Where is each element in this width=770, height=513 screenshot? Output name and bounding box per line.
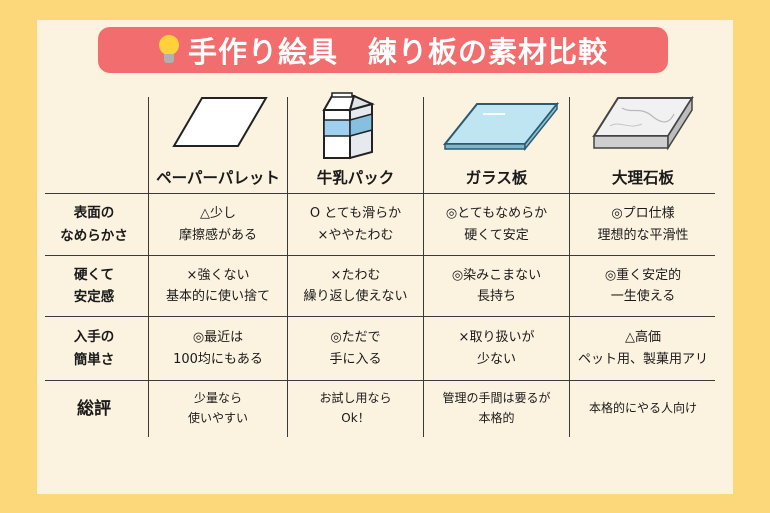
row-header-overall: 総評 bbox=[77, 398, 111, 419]
column-header-marble-slab: 大理石板 bbox=[611, 169, 674, 187]
table-cell: △少し摩擦感がある bbox=[178, 206, 257, 243]
column-header-glass-plate: ガラス板 bbox=[465, 169, 528, 187]
title-banner: 手作り絵具 練り板の素材比較 bbox=[98, 27, 668, 73]
row-header-availability: 入手の簡単さ bbox=[73, 329, 115, 368]
row-header-smoothness: 表面のなめらかさ bbox=[60, 205, 128, 244]
grid-line bbox=[45, 193, 715, 194]
grid-line bbox=[45, 380, 715, 381]
table-cell: ×強くない基本的に使い捨て bbox=[165, 267, 270, 304]
table-cell: 本格的にやる人向け bbox=[588, 401, 697, 416]
column-header-paper-palette: ペーパーパレット bbox=[156, 169, 280, 187]
table-cell: ×たわむ繰り返し使えない bbox=[303, 267, 408, 304]
glass-plate-icon bbox=[443, 102, 559, 152]
table-cell: △高価ペット用、製菓用アリ bbox=[577, 330, 708, 367]
table-cell: O とても滑らか×ややたわむ bbox=[309, 206, 402, 243]
grid-line bbox=[45, 255, 715, 256]
grid-line bbox=[45, 316, 715, 317]
table-cell: ×取り扱いが少ない bbox=[458, 330, 535, 367]
grid-line bbox=[569, 97, 570, 437]
grid-line bbox=[148, 97, 149, 437]
marble-slab-icon bbox=[592, 96, 694, 151]
paper-palette-icon bbox=[172, 97, 268, 147]
table-cell: 管理の手間は要るが本格的 bbox=[442, 391, 551, 425]
page-title: 手作り絵具 練り板の素材比較 bbox=[187, 35, 608, 69]
milk-carton-icon bbox=[322, 92, 375, 160]
table-cell: ◎とてもなめらか硬くて安定 bbox=[445, 206, 548, 243]
table-cell: ◎プロ仕様理想的な平滑性 bbox=[597, 206, 689, 243]
table-cell: ◎染みこまない長持ち bbox=[451, 267, 542, 304]
lightbulb-icon bbox=[158, 35, 180, 65]
grid-line bbox=[423, 97, 424, 437]
grid-line bbox=[287, 97, 288, 437]
table-cell: ◎ただで手に入る bbox=[329, 330, 382, 367]
comparison-table: ペーパーパレット 牛乳パック ガラス板 大理石板 表面のなめらかさ △少し摩擦感… bbox=[40, 92, 730, 442]
column-header-milk-carton: 牛乳パック bbox=[316, 169, 395, 187]
row-header-stability: 硬くて安定感 bbox=[73, 266, 115, 305]
table-cell: 少量なら使いやすい bbox=[187, 391, 248, 425]
table-cell: ◎重く安定的一生使える bbox=[604, 267, 682, 304]
